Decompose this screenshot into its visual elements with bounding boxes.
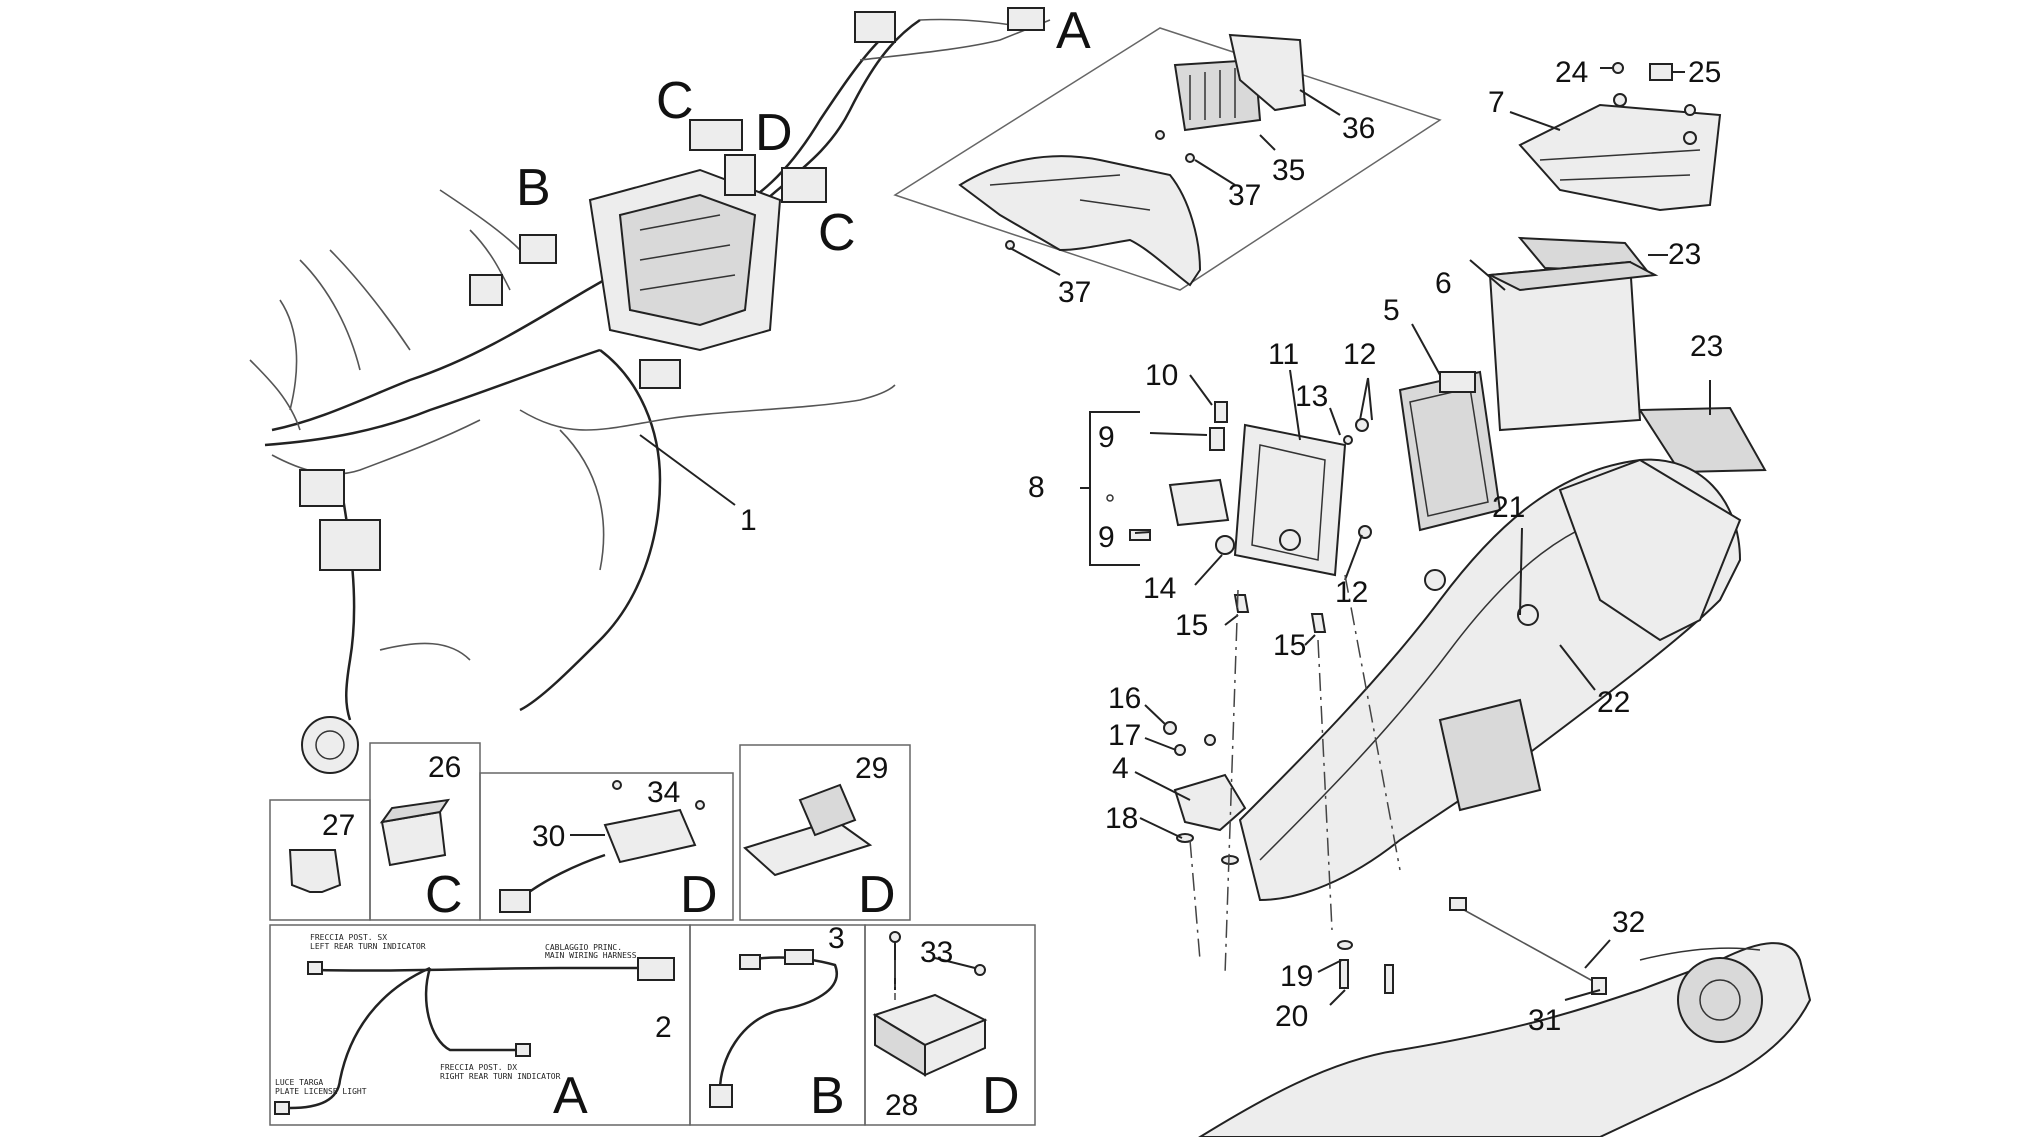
freccia-dx-label: FRECCIA POST. DX	[440, 1063, 517, 1072]
callout-9b: 9	[1098, 521, 1115, 554]
luce-targa-en-label: PLATE LICENSE LIGHT	[275, 1087, 367, 1096]
letter-b-harness: B	[516, 159, 551, 217]
detail-box-29	[739, 744, 911, 921]
callout-18: 18	[1105, 802, 1138, 835]
callout-12b: 12	[1335, 576, 1368, 609]
callout-29: 29	[855, 752, 888, 785]
callout-2: 2	[655, 1011, 672, 1044]
freccia-dx-en-label: RIGHT REAR TURN INDICATOR	[440, 1072, 561, 1081]
callout-16: 16	[1108, 682, 1141, 715]
cablaggio-label: CABLAGGIO PRINC.	[545, 943, 622, 952]
callout-14: 14	[1143, 572, 1176, 605]
letter-c-harness-1: C	[656, 72, 694, 130]
callout-35: 35	[1272, 154, 1305, 187]
callout-25: 25	[1688, 56, 1721, 89]
detail-box-30	[479, 772, 734, 921]
callout-15b: 15	[1273, 629, 1306, 662]
detail-box-26	[369, 742, 481, 921]
callout-11: 11	[1268, 338, 1299, 371]
letter-d-harness: D	[755, 104, 793, 162]
luce-targa-label: LUCE TARGA	[275, 1078, 323, 1087]
callout-24: 24	[1555, 56, 1588, 89]
letter-d-box29: D	[858, 866, 896, 924]
callout-27: 27	[322, 809, 355, 842]
callout-5: 5	[1383, 294, 1400, 327]
callout-1: 1	[740, 504, 757, 537]
callout-23a: 23	[1668, 238, 1701, 271]
callout-12a: 12	[1343, 338, 1376, 371]
letter-a-harness: A	[1056, 2, 1091, 60]
letter-b-box3: B	[810, 1067, 845, 1125]
callout-34: 34	[647, 776, 680, 809]
callout-7: 7	[1488, 86, 1505, 119]
letter-d-box30: D	[680, 866, 718, 924]
callout-26: 26	[428, 751, 461, 784]
undertray-group	[1134, 458, 1742, 1006]
frame-group	[1198, 897, 1812, 1137]
callout-20: 20	[1275, 1000, 1308, 1033]
cablaggio-en-label: MAIN WIRING HARNESS	[545, 951, 637, 960]
letter-c-harness-2: C	[818, 204, 856, 262]
callout-labels: 1 2 3 4 5 6 7 8 9 9 10 11 12 12 13 14 15…	[322, 56, 1723, 1122]
callout-6: 6	[1435, 267, 1452, 300]
callout-30: 30	[532, 820, 565, 853]
callout-8: 8	[1028, 471, 1045, 504]
callout-13: 13	[1295, 380, 1328, 413]
callout-17: 17	[1108, 719, 1141, 752]
callout-3: 3	[828, 922, 845, 955]
callout-37b: 37	[1058, 276, 1091, 309]
callout-32: 32	[1612, 906, 1645, 939]
callout-36: 36	[1342, 112, 1375, 145]
detail-box-28	[864, 924, 1036, 1126]
callout-22: 22	[1597, 686, 1630, 719]
callout-21: 21	[1492, 491, 1525, 524]
main-wiring-harness	[249, 7, 1051, 774]
callout-19: 19	[1280, 960, 1313, 993]
callout-31: 31	[1528, 1004, 1561, 1037]
battery-cover-group	[1469, 62, 1767, 474]
callout-28: 28	[885, 1089, 918, 1122]
regulator-bracket-group	[893, 27, 1442, 291]
callout-10: 10	[1145, 359, 1178, 392]
callout-4: 4	[1112, 752, 1129, 785]
callout-33: 33	[920, 936, 953, 969]
callout-15a: 15	[1175, 609, 1208, 642]
letter-c-box26: C	[425, 866, 463, 924]
letter-d-box28: D	[982, 1067, 1020, 1125]
freccia-sx-label: FRECCIA POST. SX	[310, 933, 387, 942]
ecu-fuse-group	[1080, 323, 1502, 646]
callout-23b: 23	[1690, 330, 1723, 363]
callout-9a: 9	[1098, 421, 1115, 454]
freccia-sx-en-label: LEFT REAR TURN INDICATOR	[310, 942, 426, 951]
detail-box-2: FRECCIA POST. SX LEFT REAR TURN INDICATO…	[269, 924, 691, 1126]
connector-letters: A B C C D C D D A B D	[425, 2, 1091, 1125]
letter-a-box2: A	[553, 1067, 588, 1125]
callout-37a: 37	[1228, 179, 1261, 212]
